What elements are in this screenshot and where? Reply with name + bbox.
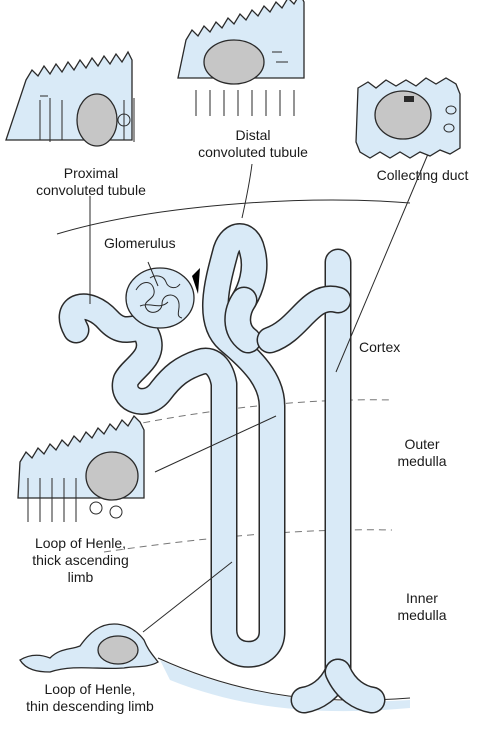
nephron-tubule <box>58 223 286 668</box>
proximal-cell-illustration <box>5 50 135 147</box>
label-inner-medulla: Inner medulla <box>397 590 447 623</box>
glomerulus <box>125 267 200 329</box>
macula-densa <box>192 268 200 294</box>
thin-limb-cell-illustration <box>19 623 159 673</box>
label-distal-convoluted-tubule: Distal convoluted tubule <box>198 127 308 160</box>
label-cortex: Cortex <box>359 339 401 355</box>
label-collecting-duct: Collecting duct <box>376 167 469 183</box>
thick-limb-cell-illustration <box>17 414 145 522</box>
label-loop-of-henle-thin-descending-limb: Loop of Henle, thin descending limb <box>26 681 154 714</box>
inner-medulla-boundary <box>103 529 393 553</box>
cortex-surface-line <box>56 199 411 235</box>
papilla-basin <box>160 660 410 712</box>
leader-distal <box>241 163 253 219</box>
leader-thick-limb <box>154 415 277 473</box>
leader-collecting <box>335 153 429 373</box>
collecting-duct <box>256 248 386 714</box>
leader-glomerulus <box>147 261 159 287</box>
label-proximal-convoluted-tubule: Proximal convoluted tubule <box>36 165 146 198</box>
collecting-duct-cell-illustration <box>355 77 461 159</box>
label-glomerulus: Glomerulus <box>104 235 176 251</box>
label-loop-of-henle-thick-ascending-limb: Loop of Henle, thick ascending limb <box>32 535 129 585</box>
distal-cell-illustration <box>177 0 305 116</box>
outer-medulla-boundary <box>107 399 393 431</box>
label-outer-medulla: Outer medulla <box>397 436 447 469</box>
leader-thin-limb <box>142 561 233 633</box>
